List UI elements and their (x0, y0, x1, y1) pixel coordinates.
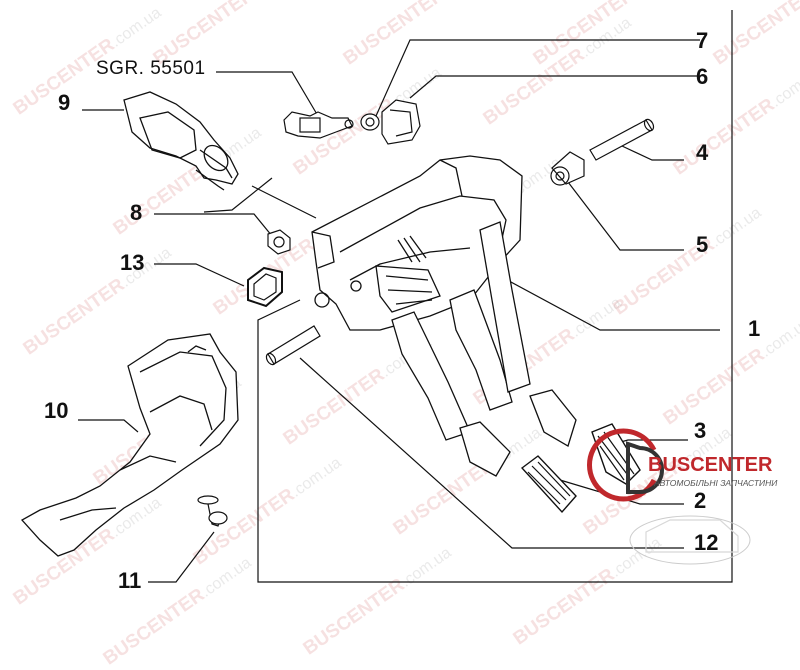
callout-10: 10 (44, 398, 69, 423)
leader-2 (559, 479, 684, 505)
leader-10 (78, 419, 139, 433)
pedal-assembly-diagram: BUSCENTER.com.uaBUSCENTER.com.uaBUSCENTE… (10, 0, 800, 669)
callout-1: 1 (748, 316, 761, 341)
leader-11 (148, 531, 215, 583)
callout-3: 3 (694, 418, 707, 443)
logo-tagline: АВТОМОБІЛЬНІ ЗАПЧАСТИНИ (654, 478, 778, 488)
reference-switch (283, 111, 354, 139)
reference-number-label: SGR. 55501 (96, 58, 206, 79)
leader-8 (154, 213, 273, 237)
leader-6 (409, 75, 700, 99)
brake-switch-sensor (123, 91, 239, 191)
callout-7: 7 (696, 28, 709, 53)
switch-holder-6 (381, 99, 421, 145)
group-bracket (257, 10, 733, 583)
leader-4 (621, 145, 684, 161)
callout-11: 11 (118, 568, 142, 593)
leader-13 (154, 263, 245, 287)
buscenter-logo: BUSCENTER АВТОМОБІЛЬНІ ЗАПЧАСТИНИ (604, 440, 794, 540)
leader-ref (216, 71, 319, 117)
ring-7 (360, 113, 380, 131)
pivot-pin-4 (589, 118, 655, 161)
callout-12: 12 (694, 530, 719, 555)
callout-8: 8 (130, 200, 143, 225)
logo-emblem (586, 428, 751, 565)
leader-5 (567, 181, 684, 251)
bushing-5 (550, 151, 585, 186)
leader-1 (469, 259, 720, 331)
callout-6: 6 (696, 64, 709, 89)
leader-7 (375, 39, 700, 117)
diagram-drawing (20, 10, 751, 583)
pivot-pin-12 (265, 325, 321, 366)
callout-13: 13 (120, 250, 145, 275)
pedal-pad-2 (520, 455, 577, 514)
callout-2: 2 (694, 488, 707, 513)
pedal-box-assembly-1 (311, 155, 577, 477)
rubber-pad-13 (247, 266, 283, 308)
callout-9: 9 (58, 90, 71, 115)
callout-4: 4 (696, 140, 709, 165)
callout-5: 5 (696, 232, 709, 257)
push-clip-11 (197, 495, 228, 527)
assembly-pointer (203, 177, 317, 219)
leader-12 (299, 357, 684, 549)
nut-8 (267, 229, 291, 255)
pedal-guard-10 (20, 333, 239, 557)
logo-name: BUSCENTER (648, 454, 773, 476)
